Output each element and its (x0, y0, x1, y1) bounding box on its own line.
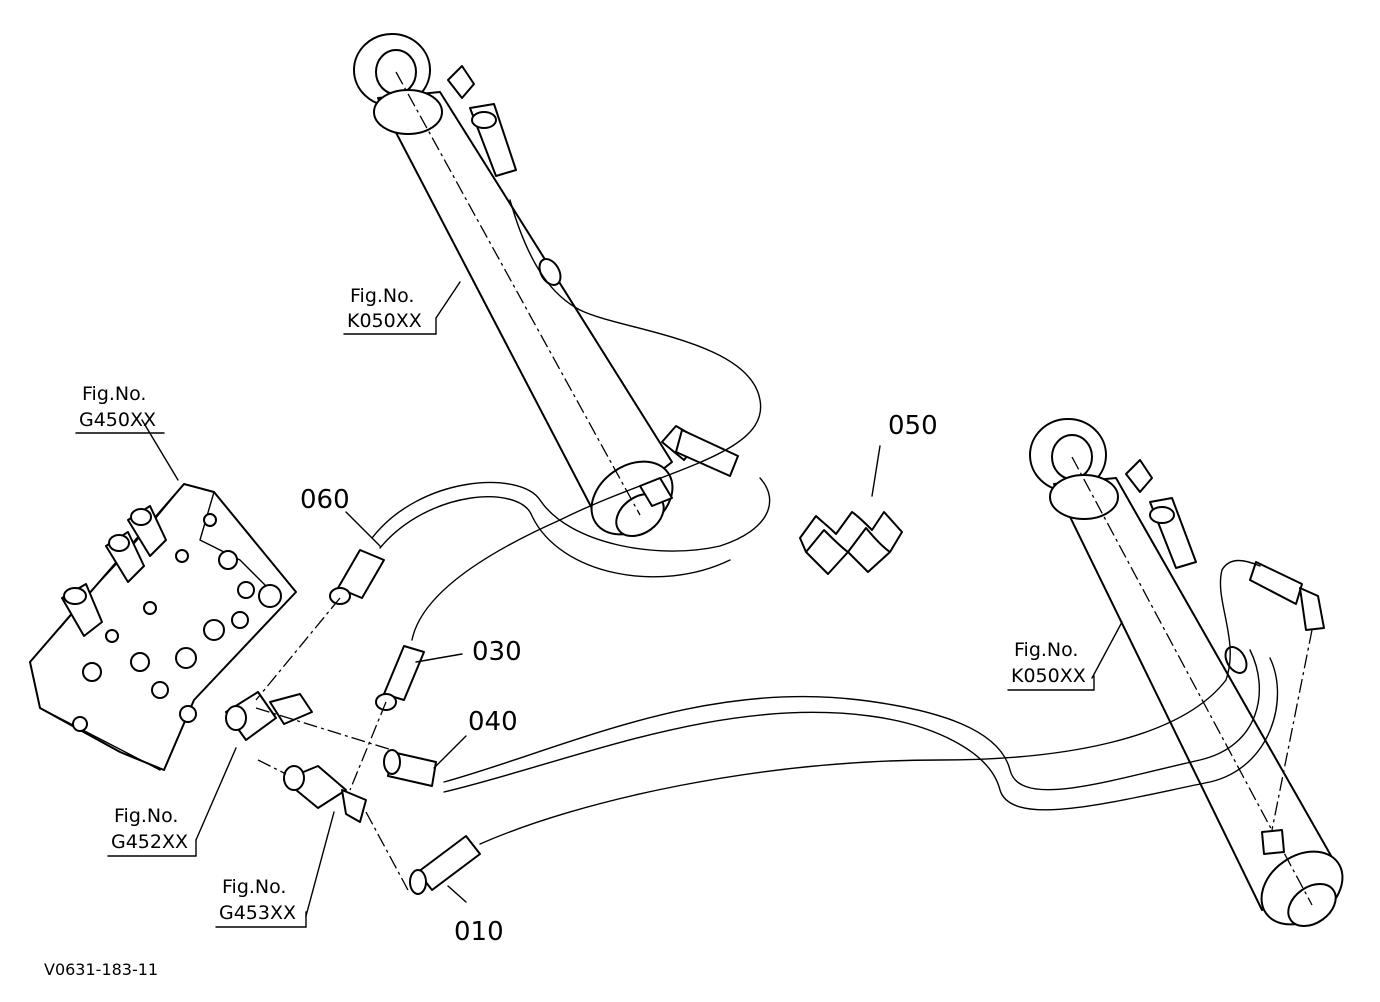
fig-ref-fitting-b: Fig.No. G453XX (215, 876, 307, 928)
centerline-040 (255, 707, 393, 751)
leader-lines (141, 281, 1123, 917)
hose-060 (329, 477, 771, 605)
hydraulic-cylinder-top (353, 33, 739, 537)
hose-010 (409, 559, 1261, 895)
hose-040 (383, 649, 1279, 811)
centerline-010 (365, 811, 409, 891)
adapter-fitting-a (225, 691, 313, 741)
centerline-060 (255, 597, 341, 701)
callout-010: 010 (454, 917, 504, 947)
centerline-right-port (1271, 629, 1313, 831)
fig-ref-number: G452XX (111, 831, 188, 853)
fig-ref-number: G453XX (219, 902, 296, 924)
fig-ref-valve: Fig.No. G450XX (75, 383, 165, 434)
fig-ref-label: Fig.No. (82, 383, 146, 405)
fig-ref-fitting-a: Fig.No. G452XX (107, 805, 197, 857)
hydraulic-cylinder-right (1029, 418, 1344, 927)
fig-ref-number: G450XX (79, 409, 156, 431)
fig-ref-label: Fig.No. (114, 805, 178, 827)
callout-060: 060 (300, 485, 350, 515)
control-valve-block (29, 483, 297, 771)
fig-ref-number: K050XX (1011, 665, 1086, 687)
fig-ref-label: Fig.No. (222, 876, 286, 898)
adapter-fitting-b (283, 765, 367, 823)
fig-ref-cylinder-top: Fig.No. K050XX (343, 285, 437, 335)
drawing-code: V0631-183-11 (44, 960, 158, 979)
callout-050: 050 (888, 411, 938, 441)
centerline-030 (349, 701, 387, 791)
hose-clamp-050 (799, 511, 903, 575)
centerline-b (257, 759, 287, 775)
fig-ref-label: Fig.No. (1014, 639, 1078, 661)
fig-ref-cylinder-right: Fig.No. K050XX (1007, 639, 1095, 691)
callout-030: 030 (472, 637, 522, 667)
callout-040: 040 (468, 707, 518, 737)
fig-ref-label: Fig.No. (350, 285, 414, 307)
fig-ref-number: K050XX (347, 310, 422, 332)
